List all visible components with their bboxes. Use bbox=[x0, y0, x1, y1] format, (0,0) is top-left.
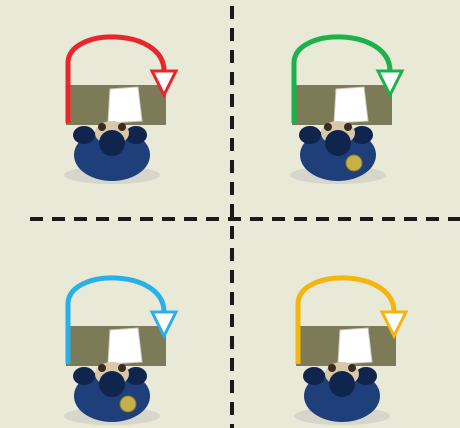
person-hair-left bbox=[328, 364, 336, 372]
ball-icon bbox=[120, 396, 136, 412]
person-left-arm bbox=[303, 367, 325, 385]
paper-icon bbox=[108, 328, 142, 364]
person-left-arm bbox=[73, 367, 95, 385]
person-hair-right bbox=[344, 123, 352, 131]
person-left-arm bbox=[73, 126, 95, 144]
person-hair-right bbox=[118, 364, 126, 372]
person-head bbox=[99, 371, 125, 397]
person-hair-left bbox=[98, 123, 106, 131]
person-icon bbox=[73, 362, 150, 422]
person-hair-right bbox=[118, 123, 126, 131]
ball-icon bbox=[346, 155, 362, 171]
person-hair-left bbox=[324, 123, 332, 131]
person-head bbox=[99, 130, 125, 156]
person-left-arm bbox=[299, 126, 321, 144]
person-head bbox=[325, 130, 351, 156]
person-icon bbox=[299, 121, 376, 181]
paper-icon bbox=[334, 87, 368, 123]
person-hair-left bbox=[98, 364, 106, 372]
paper-icon bbox=[338, 328, 372, 364]
person-head bbox=[329, 371, 355, 397]
person-hair-right bbox=[348, 364, 356, 372]
person-icon bbox=[73, 121, 150, 181]
paper-icon bbox=[108, 87, 142, 123]
person-icon bbox=[303, 362, 380, 422]
